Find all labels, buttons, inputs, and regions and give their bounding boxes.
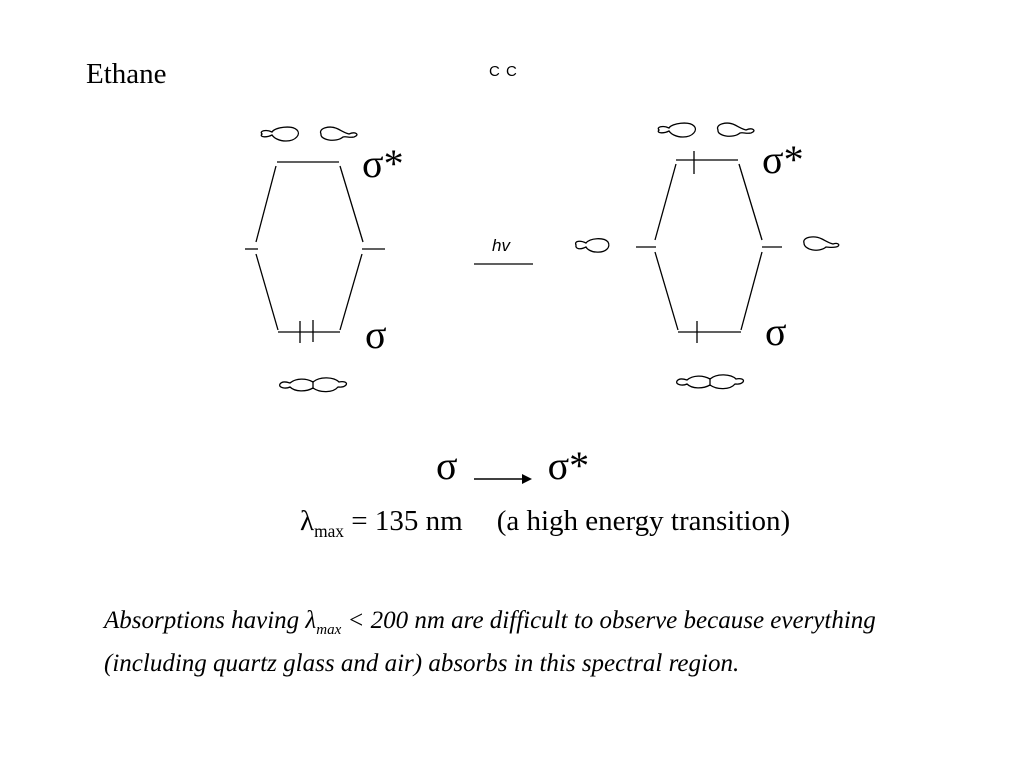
lambda-max-statement: λmax = 135 nm (a high energy transition) [300,505,790,542]
excited-sigma-orbital-icon [676,374,745,390]
ground-sigma-star-orbital-icon [260,126,358,142]
ground-sigma-label: σ [365,312,387,357]
atoms-label: C C [489,63,518,80]
hv-label: hv [492,236,510,255]
lambda-subscript: max [314,520,345,541]
excited-right-ao-orbital-icon [803,236,840,251]
excited-state-diagram [574,122,840,390]
transition-to: σ* [547,443,590,488]
ground-state-diagram [245,126,385,393]
ground-sigma-star-label: σ* [362,141,404,186]
note-subscript: max [316,622,342,638]
excited-sigma-label: σ [765,309,787,354]
transition-arrow-icon [468,456,538,484]
transition-equation: σ σ* [436,446,589,486]
note-part-2: < 200 nm are difficult to observe becaus… [104,607,876,677]
lambda-value: = 135 nm [344,505,463,537]
slide-title: Ethane [86,58,167,90]
transition-from: σ [436,443,458,488]
note-lambda: λ [305,607,317,634]
absorption-note: Absorptions having λmax < 200 nm are dif… [104,604,904,681]
excited-left-ao-orbital-icon [574,238,610,253]
ground-sigma-orbital-icon [279,377,348,393]
lambda-description: (a high energy transition) [496,505,791,537]
lambda-symbol: λ [300,505,315,537]
excited-sigma-star-label: σ* [762,137,804,182]
note-part-1: Absorptions having [104,607,306,634]
excited-sigma-star-orbital-icon [657,122,755,138]
